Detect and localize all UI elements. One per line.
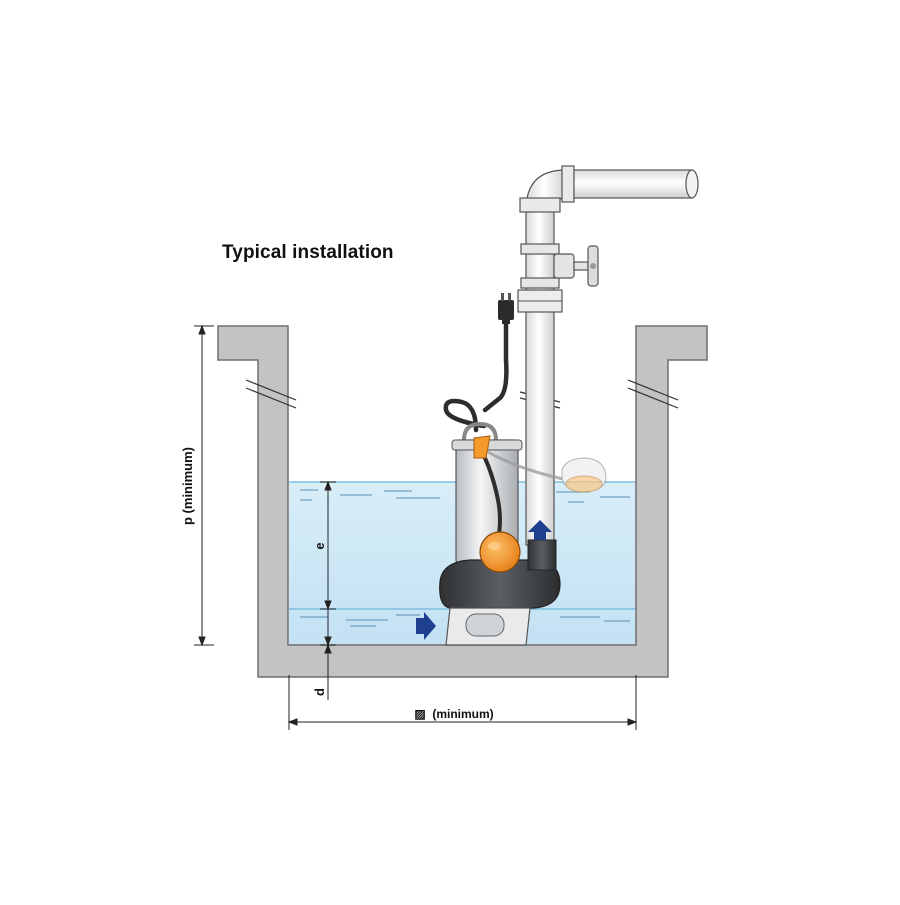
pit-width-label-group: ▨ (minimum) [414,707,493,721]
pit-depth-label: p (minimum) [180,447,195,525]
dimension-lines [194,324,638,730]
flow-arrow-icon [416,520,552,640]
float-cable-pump [478,447,502,541]
power-cable [443,315,509,433]
outlet-arrow [528,520,552,540]
discharge-pipe [517,165,699,546]
elbow-flange-horizontal [561,165,575,203]
cable-clamp [473,435,491,459]
level-range-label: e [312,542,327,549]
pit-walls [217,325,708,678]
bottom-gap-label: d [312,688,327,696]
elbow-flange [519,197,561,213]
water-ripples [300,489,630,627]
diagram-title: Typical installation [222,242,394,263]
inlet-arrow [416,612,436,640]
pit-width-label: (minimum) [432,707,493,721]
power-plug-icon [498,293,514,324]
float-alternate-position [487,450,607,493]
float-switch-icon [479,531,521,573]
gate-valve-icon [553,245,599,287]
pit-width-symbol: ▨ [414,707,425,721]
